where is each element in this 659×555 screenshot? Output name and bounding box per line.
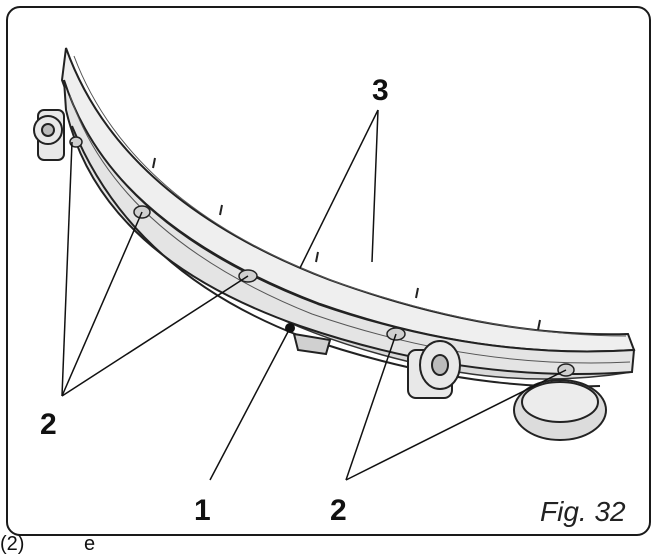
callout-3: 3 [372,74,389,107]
left-caster [33,109,65,161]
callout-1: 1 [194,494,211,527]
bumper-inner-rail [63,79,636,376]
figure-caption: Fig. 32 [540,496,626,527]
right-roller [513,379,607,441]
bottom-bracket [292,332,332,356]
callout-2-left: 2 [40,408,57,441]
bumper-outer-strip [60,47,636,353]
leader-lines [61,109,567,481]
section-number: (2) [0,533,25,555]
callout-2-bottom: 2 [330,494,347,527]
right-caster [407,340,461,399]
figure-frame [6,6,651,536]
footer-text-fragment: e [84,533,96,555]
